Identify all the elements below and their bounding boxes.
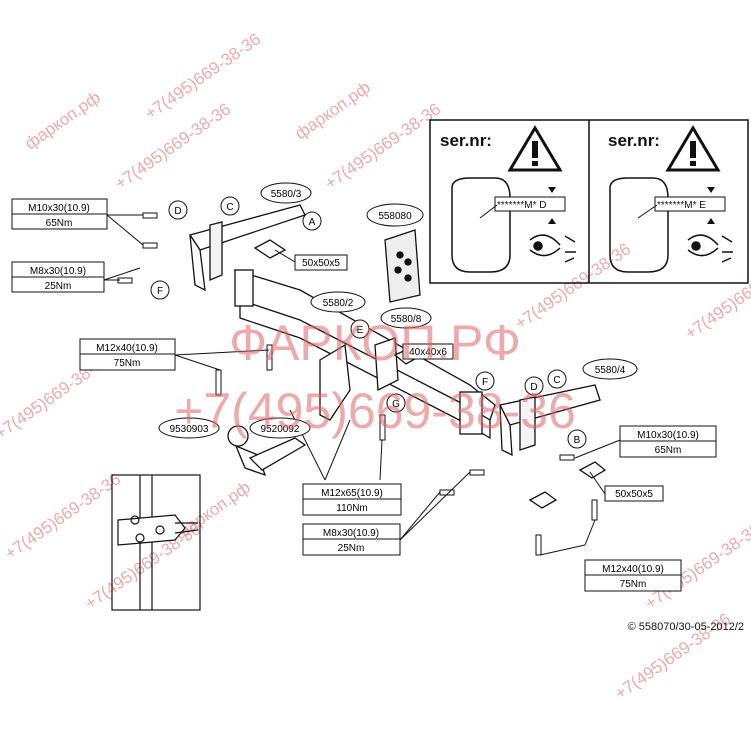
callout-a: A [309,217,316,228]
serial-label-left: ser.nr: [440,131,492,150]
eye-icon [529,234,576,263]
copyright-text: © 558070/30-05-2012/2 [628,621,744,633]
serial-code-box [494,196,566,212]
part-5580-3: 5580/3 [271,189,302,200]
bolt-spec-labels: M10x30(10.9) 65Nm M8x30(10.9) 25Nm M12x4… [11,198,717,592]
watermark-phone: +7(495)669-38-36 [1,469,124,563]
callout-g: G [392,399,400,410]
reinforcement-plate [253,239,287,259]
watermark-phone: +7(495)669-38-36 [111,99,234,193]
bolt [591,499,598,521]
watermark-brand: фаркоп.рф [291,78,373,144]
arrow-up-icon [707,218,715,224]
watermark-phone: +7(495)669-38-36 [511,239,634,333]
spec-torque: 110Nm [336,503,368,514]
spec-torque: 25Nm [45,281,72,292]
bolt [117,277,133,284]
callout-e: E [357,325,364,336]
spec-box: M8x30(10.9) 25Nm [11,261,105,293]
beam-end-cap [459,391,483,435]
serial-label-right: ser.nr: [608,131,660,150]
serial-plate-outline [609,177,669,273]
tow-ball [227,425,249,447]
spec-box: M12x40(10.9) 75Nm [79,338,176,371]
part-9530903: 9530903 [170,424,209,435]
spec-size: M12x40(10.9) [96,343,158,354]
plate-label-right: 50x50x5 [615,489,653,500]
plate-labels: 50x50x5 40x40x6 50x50x5 [294,254,664,502]
left-side-bracket [188,204,306,251]
arrow-down-icon [707,187,715,193]
watermark-brand: фаркоп.рф [171,478,253,544]
callout-d-left: D [174,206,181,217]
serial-code-right: *******M* E [657,200,706,211]
part-labels: 5580/3 558080 5580/2 5580/8 5580/4 95309… [158,182,638,439]
inset-detail [111,474,201,611]
spec-size: M10x30(10.9) [637,430,699,441]
serial-panels: ser.nr: *******M* D ser.nr: *******M* E [429,119,749,284]
watermark-phone: +7(495)669-38-36 [141,29,264,123]
part-5580-4: 5580/4 [595,365,626,376]
spec-size: M10x30(10.9) [28,203,90,214]
warning-triangle-icon [665,125,721,172]
letter-callouts: D C A F E G F D C B [150,196,587,449]
spec-box: M12x40(10.9) 75Nm [584,559,682,592]
bolt [469,469,485,476]
spec-box: M10x30(10.9) 65Nm [619,425,717,458]
spec-size: M12x65(10.9) [321,488,383,499]
arrow-up-icon [548,218,556,224]
spec-size: M8x30(10.9) [30,266,86,277]
spec-torque: 75Nm [114,358,141,369]
spec-size: M8x30(10.9) [323,528,379,539]
left-bracket-plate [189,234,206,292]
bolt [559,454,575,461]
serial-plate-outline [451,177,511,273]
tow-ball-neck [248,437,307,471]
callout-f-right: F [482,377,488,388]
spec-torque: 25Nm [338,543,365,554]
spec-torque: 65Nm [46,218,73,229]
watermark-foreground: ФАРКОП.РФ +7(495)669-38-36 [174,315,576,439]
watermark-brand: фаркоп.рф [21,88,103,154]
plate-label-mid: 40x40x6 [409,347,447,358]
warning-triangle-icon [507,125,563,172]
plate-label-left: 50x50x5 [302,258,340,269]
part-5580-8: 5580/8 [391,314,422,325]
inset-frame [111,474,201,611]
watermark-phone: +7(495)669-38-36 [681,249,751,343]
part-558080: 558080 [378,211,412,222]
bolts [117,212,598,556]
callout-f-left: F [157,286,163,297]
callout-d-right: D [530,382,537,393]
spec-box: M10x30(10.9) 65Nm [11,198,108,230]
bolt [142,242,158,249]
wiring-kit [384,229,421,303]
eye-icon [687,234,733,263]
bolt [535,534,542,556]
callout-c-right: C [553,375,560,386]
callout-b: B [574,435,581,446]
spec-size: M12x40(10.9) [602,564,664,575]
part-9520092: 9520092 [261,424,300,435]
callout-c-left: C [226,202,233,213]
towbar-assembly [188,204,607,509]
spec-torque: 65Nm [655,445,682,456]
serial-code-left: *******M* D [497,200,546,211]
spec-box: M12x65(10.9) 110Nm [302,483,402,516]
center-mount-bracket [319,343,351,421]
spec-torque: 75Nm [620,579,647,590]
bolt [142,212,158,219]
arrow-down-icon [548,187,556,193]
bolt [379,414,386,441]
spec-box: M8x30(10.9) 25Nm [302,523,401,556]
part-5580-2: 5580/2 [323,298,354,309]
watermark-phone-large: +7(495)669-38-36 [174,383,576,439]
bolt [266,344,273,371]
reinforcement-plate [578,461,607,479]
watermark-brand-large: ФАРКОП.РФ [229,315,521,371]
serial-code-box [654,196,726,212]
reinforcement-plate [528,491,558,509]
